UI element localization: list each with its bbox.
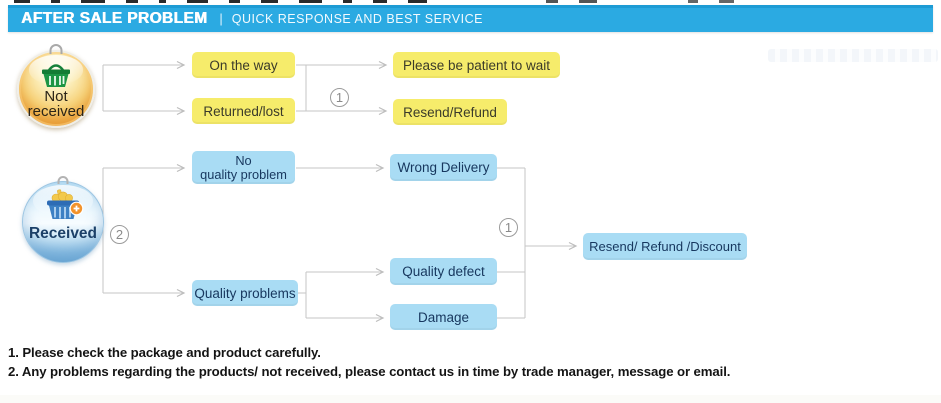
node-quality-problems: Quality problems: [192, 280, 298, 306]
next-section-edge: [0, 395, 941, 403]
badge-hanger-icon: [57, 176, 69, 184]
not-received-badge: Not received: [17, 44, 95, 128]
faint-watermark: [768, 49, 938, 62]
node-returned-lost: Returned/lost: [192, 98, 295, 124]
blue-basket-icon: [47, 189, 84, 219]
step-number-2: 2: [110, 225, 129, 244]
cropped-text-artifacts: [14, 0, 734, 4]
node-resend-refund-discount: Resend/ Refund /Discount: [583, 233, 747, 260]
banner-title: AFTER SALE PROBLEM: [21, 9, 208, 27]
node-label-line: No: [235, 152, 252, 168]
node-resend-refund: Resend/Refund: [393, 99, 507, 125]
received-badge: Received: [22, 176, 104, 263]
badge-hanger-icon: [49, 44, 63, 54]
node-no-quality-problem: No quality problem: [192, 151, 295, 184]
green-basket-icon: [42, 64, 70, 87]
step-number-1-bottom: 1: [499, 218, 518, 237]
node-please-wait: Please be patient to wait: [393, 52, 560, 78]
note-line: 1. Please check the package and product …: [8, 345, 321, 360]
received-label: Received: [28, 225, 98, 242]
banner: AFTER SALE PROBLEM | QUICK RESPONSE AND …: [8, 5, 933, 32]
node-on-the-way: On the way: [192, 52, 295, 78]
node-label-line: quality problem: [200, 166, 287, 182]
note-line: 2. Any problems regarding the products/ …: [8, 363, 731, 379]
not-received-label-line: Not: [44, 88, 68, 105]
banner-separator: |: [219, 11, 223, 26]
not-received-label-line: received: [27, 103, 85, 120]
node-damage: Damage: [390, 304, 497, 330]
node-wrong-delivery: Wrong Delivery: [390, 154, 497, 181]
not-received-label: Not received: [28, 89, 85, 119]
footer-notes: 1. Please check the package and product …: [8, 344, 928, 381]
step-number-1-top: 1: [330, 88, 349, 107]
banner-subtitle: QUICK RESPONSE AND BEST SERVICE: [231, 11, 483, 26]
node-quality-defect: Quality defect: [390, 258, 497, 285]
